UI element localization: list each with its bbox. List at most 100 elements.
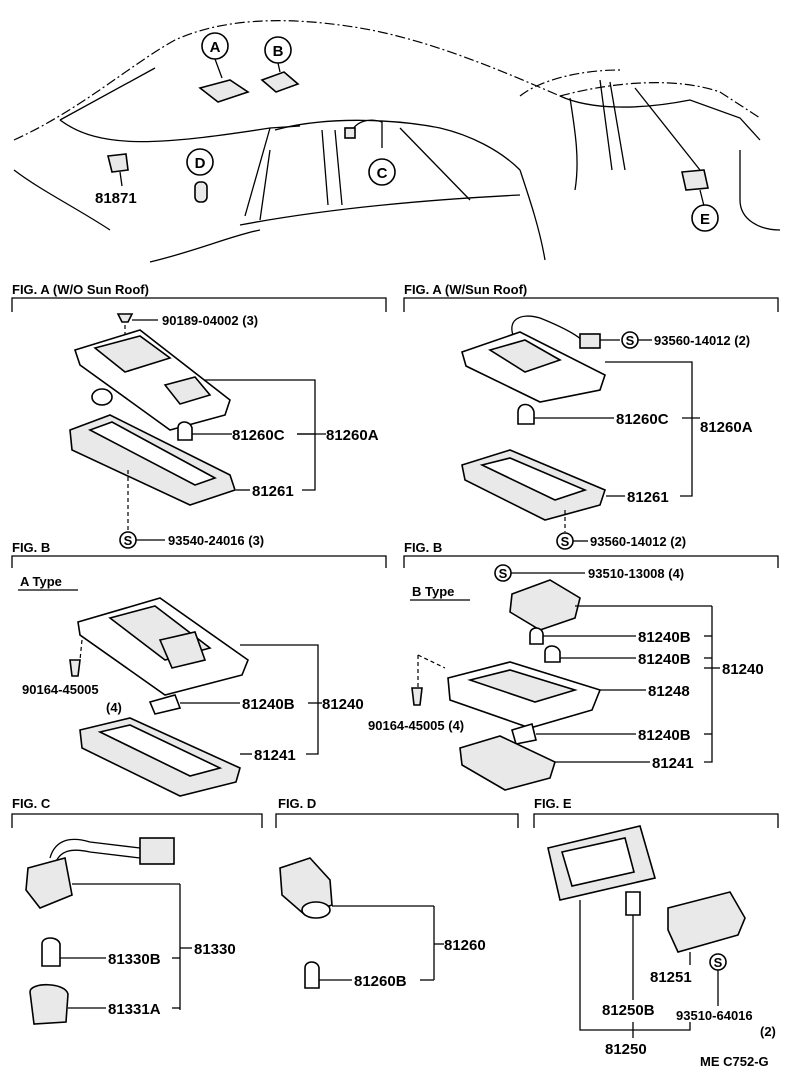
connector-icon: [579, 333, 601, 349]
switch-block-icon: [509, 579, 581, 631]
rear-roof-outline: [559, 82, 761, 119]
window-front: [259, 149, 271, 221]
lamp-lens-inner: [88, 421, 217, 486]
fig-b-b-bulb1-label: 81240B: [638, 629, 691, 646]
fig-b-b-title: FIG. B: [404, 540, 442, 555]
dome-housing-detail: [467, 669, 578, 703]
callout-c: [368, 158, 396, 186]
bulb-81240b-2-icon: [544, 645, 561, 663]
fig-b-b-assy-label: 81240: [722, 661, 764, 678]
lamp-base-bracket: [163, 376, 212, 405]
fig-b-b-subtitle: B Type: [412, 584, 454, 599]
fig-b-a-type: FIG. B A Type 90164-45005 (4) 81240B 812…: [11, 540, 387, 797]
fig-b-b-lens-label: 81241: [652, 755, 694, 772]
fig-a-wo-assy-label: 81260A: [326, 427, 379, 444]
fig-b-a-lens-label: 81241: [254, 747, 296, 764]
window-top: [274, 119, 521, 171]
fig-a-wo-title: FIG. A (W/O Sun Roof): [12, 282, 149, 297]
rear-door-edge: [519, 169, 546, 261]
lamp-base-detail: [93, 335, 172, 373]
fig-a-w-s-bottom-label: 93560-14012 (2): [590, 534, 686, 549]
fig-a-wo-sunroof: FIG. A (W/O Sun Roof) 90189-04002 (3) 81…: [11, 282, 387, 549]
trunk-lamp-housing-inner: [560, 837, 635, 887]
fig-b-b-housing-label: 81248: [648, 683, 690, 700]
fig-a-wo-screw-label: 90189-04002 (3): [162, 313, 258, 328]
b-pillar: [321, 129, 343, 206]
window-rear: [399, 127, 471, 201]
callout-d-label: D: [195, 155, 206, 172]
callout-e: [691, 204, 719, 232]
dome-lens-inner: [97, 724, 223, 777]
bulb-81260c-sunroof-icon: [517, 403, 535, 425]
fig-b-b-s-screw-label: 93510-13008 (4): [588, 566, 684, 581]
fig-e-lens-label: 81251: [650, 969, 692, 986]
wire: [511, 315, 583, 341]
fig-e-assy-label: 81250: [605, 1041, 647, 1058]
fig-b-b-s-symbol: S: [499, 566, 508, 581]
fig-b-b-bulb3-label: 81240B: [638, 727, 691, 744]
bulb-81240b-3-icon: [511, 722, 537, 745]
fig-d-bulb-label: 81260B: [354, 973, 407, 990]
screw-90164-icon: [69, 659, 81, 677]
callout-d: [186, 148, 214, 176]
courtesy-lamp-body: [25, 857, 73, 909]
part-81871-icon: [107, 153, 129, 173]
dome-lens-b: [459, 735, 556, 791]
fig-b-a-screw-qty: (4): [106, 700, 122, 715]
fig-d-assy-label: 81260: [444, 937, 486, 954]
fig-a-w-s-bottom: S: [561, 534, 570, 549]
fig-c-bulb-label: 81330B: [108, 951, 161, 968]
fig-d: FIG. D 81260 81260B: [275, 796, 519, 990]
map-lamp-body: [279, 857, 333, 916]
part-lamp-e-icon: [681, 169, 709, 191]
rear-glass: [634, 87, 701, 171]
fig-c-socket-label: 81331A: [108, 1001, 161, 1018]
fig-e-s-symbol: S: [714, 955, 723, 970]
fig-c-assy-label: 81330: [194, 941, 236, 958]
callout-a-label: A: [210, 39, 221, 56]
fig-e: FIG. E 81250B 81251 S 93510-64016 (2) 81…: [533, 796, 779, 1069]
fig-e-title: FIG. E: [534, 796, 572, 811]
window-bottom: [239, 194, 521, 226]
rear-window-top: [519, 69, 621, 97]
map-lamp-base: [301, 901, 331, 919]
trunk-lamp-lens: [667, 891, 746, 953]
fig-a-w-sunroof: FIG. A (W/Sun Roof) S 93560-14012 (2) 81…: [403, 282, 779, 550]
fig-b-a-bulb-label: 81240B: [242, 696, 295, 713]
fig-d-title: FIG. D: [278, 796, 316, 811]
dome-base-bracket: [158, 631, 207, 669]
fig-b-a-title: FIG. B: [12, 540, 50, 555]
fig-b-a-assy-label: 81240: [322, 696, 364, 713]
fig-b-a-subtitle: A Type: [20, 574, 62, 589]
fig-e-bulb-label: 81250B: [602, 1002, 655, 1019]
fig-a-wo-s-screw-label: 93540-24016 (3): [168, 533, 264, 548]
callout-b-label: B: [273, 43, 284, 60]
bulb-81260c-icon: [177, 421, 193, 441]
diagram-code: ME C752-G: [700, 1054, 769, 1069]
fig-a-w-s-top-label: 93560-14012 (2): [654, 333, 750, 348]
fig-a-w-lens-label: 81261: [627, 489, 669, 506]
fig-a-w-bulb-label: 81260C: [616, 411, 669, 428]
fig-a-wo-lens-label: 81261: [252, 483, 294, 500]
screw-icon: [116, 313, 134, 323]
screw-90164-b-icon: [411, 687, 423, 706]
fig-a-w-s-top: S: [626, 333, 635, 348]
part-lamp-c-icon: [344, 127, 356, 139]
rear-quarter: [739, 150, 781, 231]
c-pillar: [599, 79, 626, 171]
callout-e-label: E: [700, 211, 710, 228]
fig-a-wo-bulb-label: 81260C: [232, 427, 285, 444]
harness-wire: [49, 838, 141, 859]
festoon-bulb-icon: [148, 694, 182, 715]
roof-outline: [13, 20, 561, 141]
bulb-81260b-icon: [304, 961, 320, 989]
fig-c: FIG. C 81330 81330B 81331A: [11, 796, 263, 1025]
lamp-base-detail-sunroof: [488, 339, 562, 373]
part-lamp-d-icon: [194, 181, 208, 203]
part-81871-label: 81871: [95, 190, 137, 207]
lamp-lens-inner-sunroof: [479, 457, 588, 501]
windshield-top: [59, 119, 301, 143]
fig-a-w-title: FIG. A (W/Sun Roof): [404, 282, 527, 297]
fig-c-title: FIG. C: [12, 796, 51, 811]
